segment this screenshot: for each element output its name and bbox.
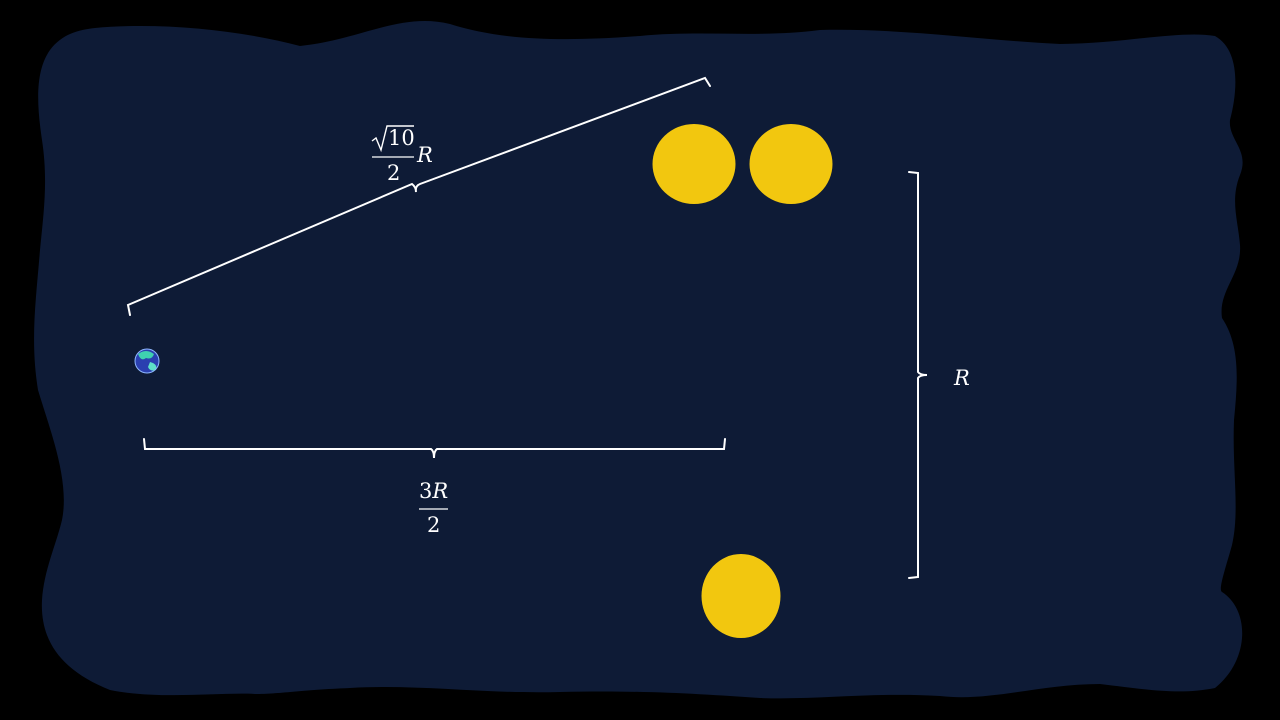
horizontal-label: 3R 2 [419, 479, 448, 537]
vertical-label: R [953, 366, 970, 390]
diagonal-denominator: 2 [387, 161, 400, 185]
background-panel [34, 21, 1243, 699]
diagonal-label: 10 2 R [371, 125, 433, 185]
diagonal-radicand: 10 [388, 126, 415, 150]
diagonal-variable: R [416, 143, 433, 167]
earth-globe-icon [134, 348, 160, 374]
sqrt-symbol [371, 125, 414, 153]
horizontal-numerator-digit: 3R [419, 479, 448, 503]
vertical-brace [908, 171, 928, 579]
horizontal-brace [143, 438, 726, 459]
diagonal-brace [126, 76, 711, 316]
horizontal-denominator: 2 [427, 513, 440, 537]
sun-bottom [701, 554, 781, 638]
sun-top-left [652, 124, 736, 204]
sun-top-right [749, 124, 833, 204]
